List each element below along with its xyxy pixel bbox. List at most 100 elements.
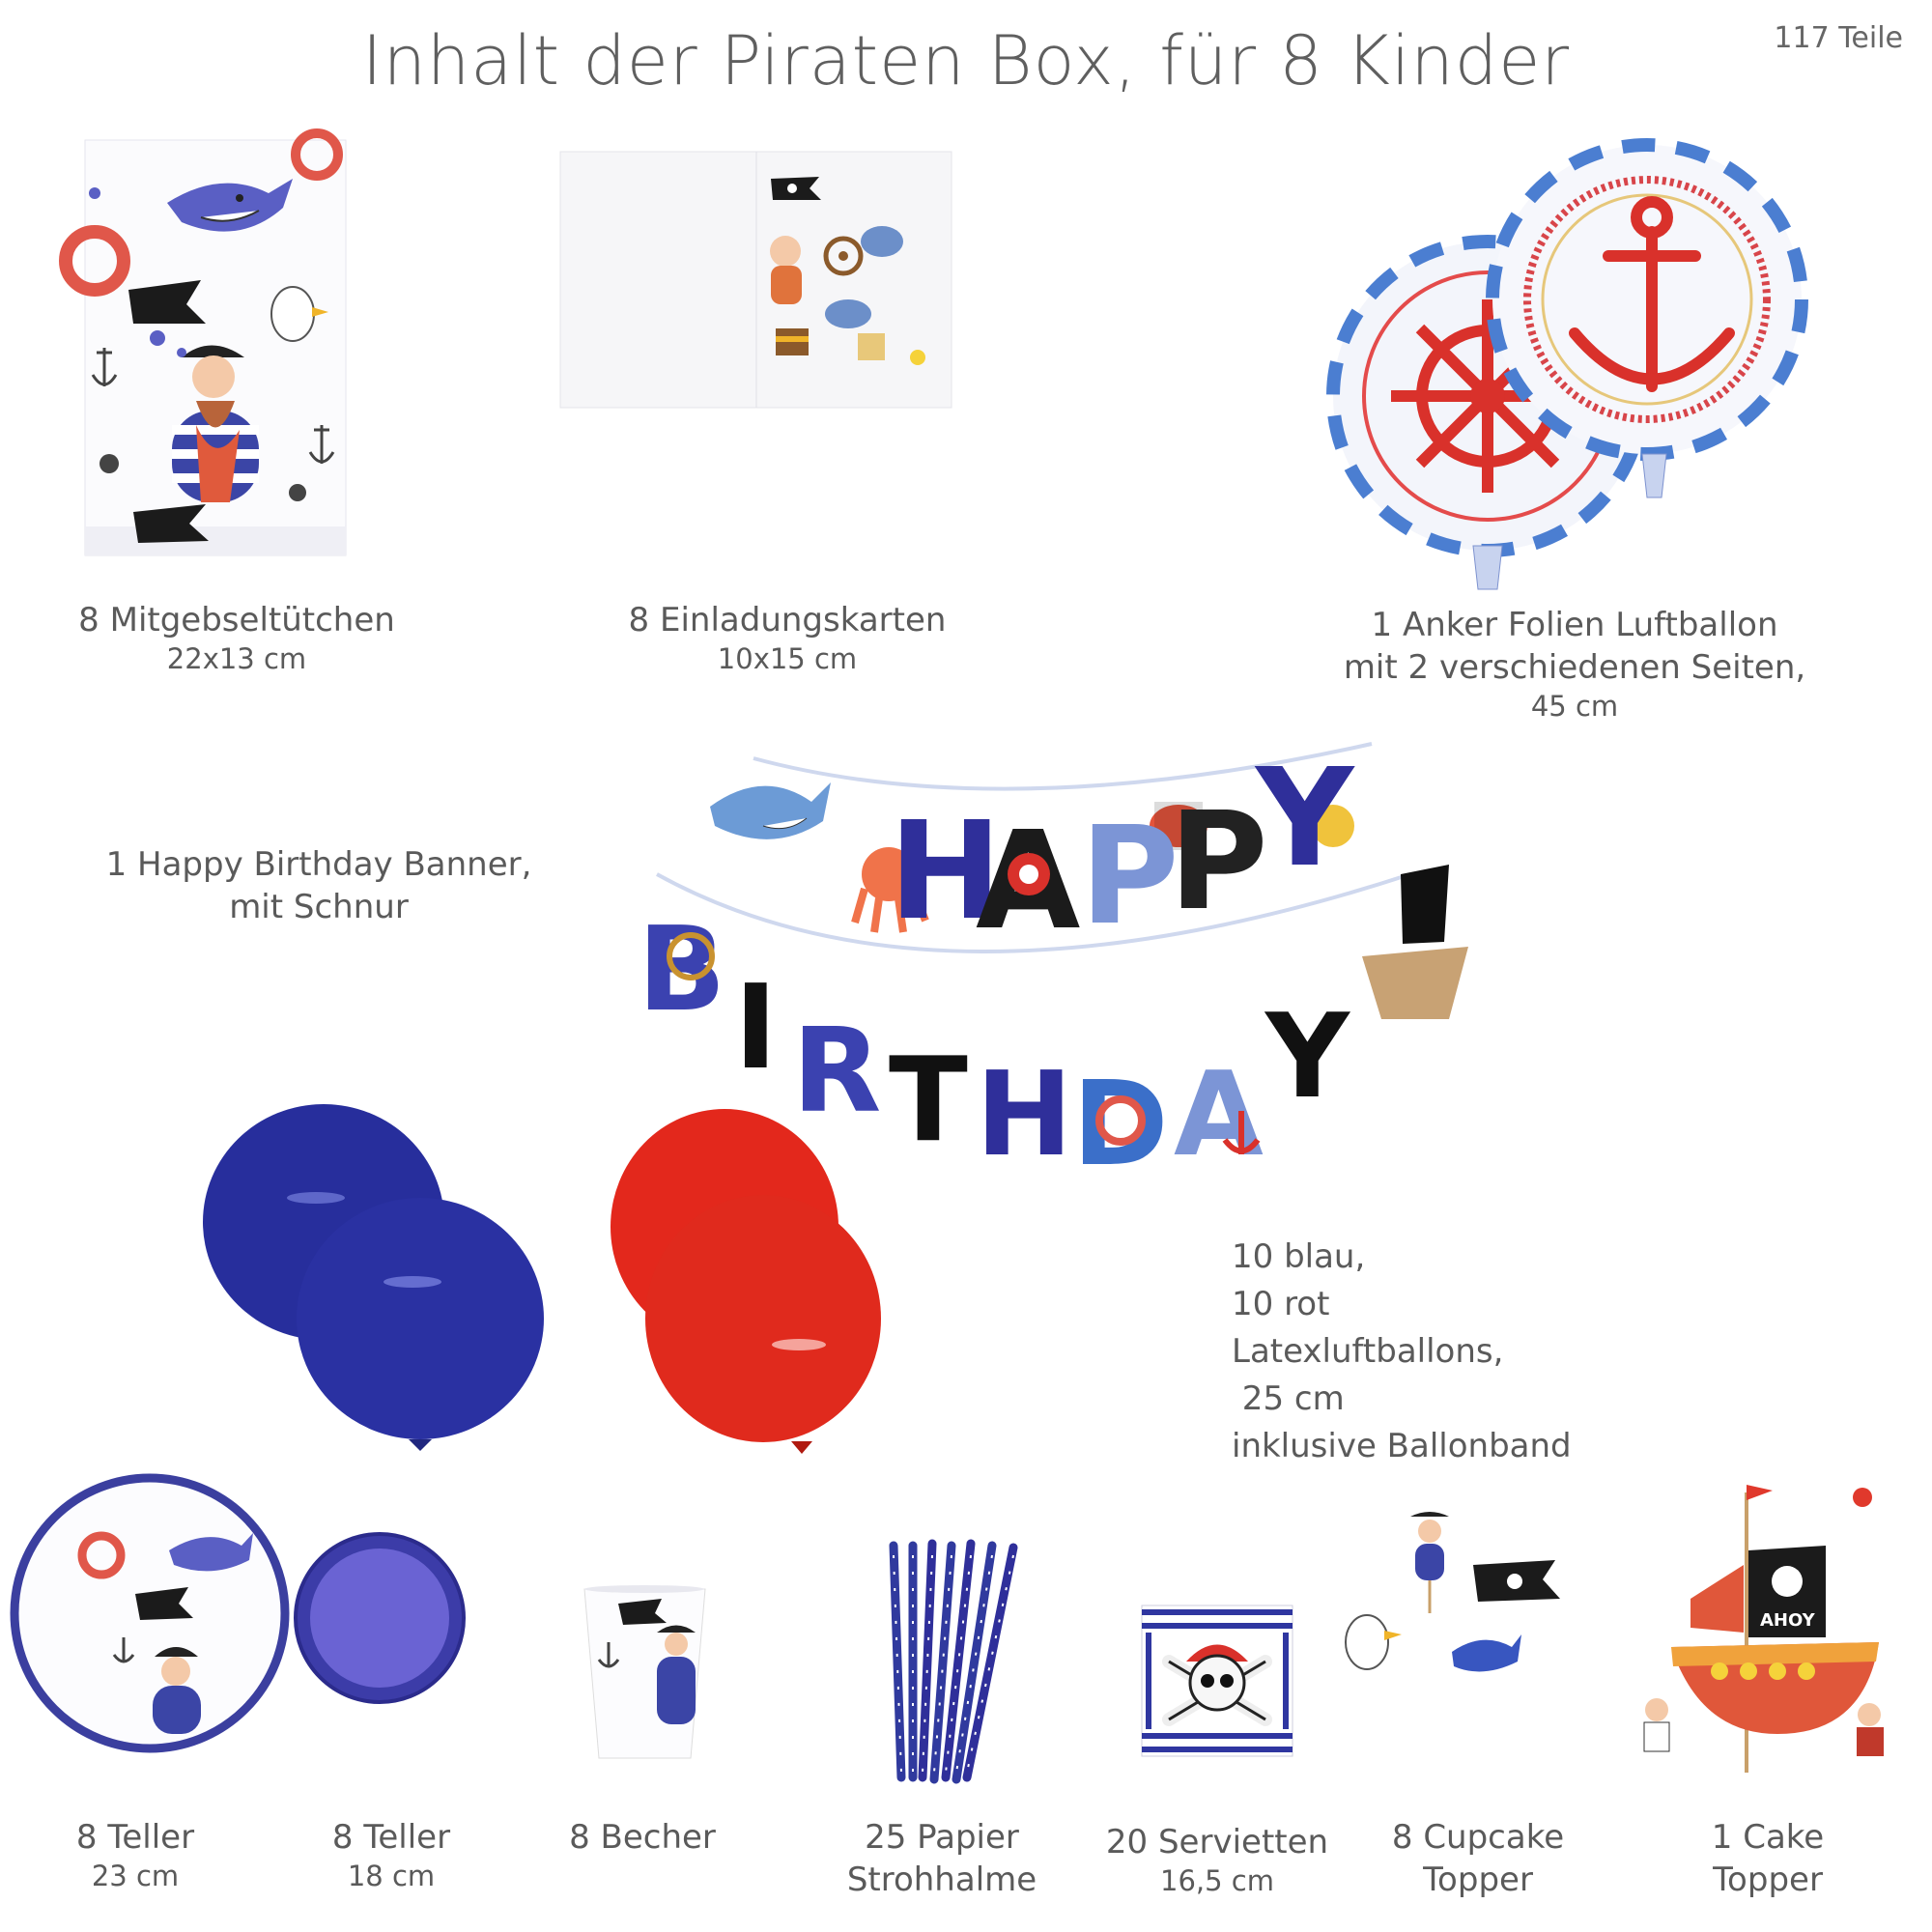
octopus-icon bbox=[851, 847, 929, 933]
pirate-flag-icon bbox=[128, 280, 209, 543]
blue-balloon bbox=[297, 1198, 544, 1451]
red-balloon bbox=[645, 1195, 881, 1454]
page-title: Inhalt der Piraten Box, für 8 Kinder bbox=[361, 21, 1571, 100]
plates-large-size: 23 cm bbox=[91, 1860, 180, 1893]
pirate-ship-icon bbox=[1362, 865, 1468, 1019]
plates-small-size: 18 cm bbox=[347, 1860, 436, 1893]
napkins-name: 20 Servietten bbox=[1105, 1823, 1329, 1861]
seagull-icon bbox=[1345, 1614, 1402, 1670]
small-plate-image bbox=[294, 1532, 466, 1704]
party-bag-image bbox=[59, 128, 347, 556]
banner-letter-h: H bbox=[889, 793, 1002, 951]
pirate-character-icon bbox=[1643, 1698, 1884, 1756]
lifebuoy-icon bbox=[59, 128, 343, 297]
banner-letter-t: T bbox=[889, 1034, 968, 1168]
straws-label: 25 Papier Strohhalme bbox=[826, 1816, 1058, 1901]
ship-wheel-icon bbox=[823, 236, 864, 276]
anchor-icon bbox=[1569, 196, 1735, 392]
pirate-flag-icon bbox=[1473, 1560, 1560, 1602]
shark-icon bbox=[169, 1533, 253, 1572]
straws-line1: 25 Papier bbox=[865, 1818, 1019, 1857]
banner-line2: mit Schnur bbox=[229, 888, 409, 927]
banner-letter-d: D bbox=[1072, 1058, 1169, 1192]
happy-letters: H A P P Y bbox=[889, 740, 1355, 960]
cup-image bbox=[583, 1585, 706, 1759]
pirate-ship-icon: AHOY bbox=[1671, 1485, 1879, 1773]
cake-topper-line1: 1 Cake bbox=[1711, 1818, 1825, 1857]
foil-balloon-line2: mit 2 verschiedenen Seiten, bbox=[1343, 648, 1806, 688]
plates-large-label: 8 Teller 23 cm bbox=[39, 1816, 232, 1895]
skull-icon bbox=[99, 454, 306, 501]
foil-balloon-label: 1 Anker Folien Luftballon mit 2 verschie… bbox=[1275, 604, 1874, 725]
banner-letter-r: R bbox=[792, 1005, 881, 1139]
banner-letter-y: Y bbox=[1254, 740, 1355, 897]
banner-letter-b: B bbox=[638, 903, 725, 1037]
pirate-character-icon bbox=[657, 1625, 696, 1724]
large-plate-image bbox=[10, 1473, 290, 1753]
shark-icon bbox=[1452, 1634, 1521, 1672]
skull-icon bbox=[1008, 853, 1050, 895]
pirate-character-icon bbox=[172, 345, 259, 502]
treasure-map-icon bbox=[858, 333, 925, 365]
banner-letter-a2: A bbox=[1174, 1048, 1264, 1182]
foil-balloon-image bbox=[1326, 138, 1808, 590]
plates-large-name: 8 Teller bbox=[75, 1818, 195, 1857]
treasure-chest-icon bbox=[776, 328, 809, 355]
banner-letter-y2: Y bbox=[1264, 990, 1351, 1124]
seagull-icon bbox=[270, 286, 328, 342]
cake-topper-label: 1 Cake Topper bbox=[1662, 1816, 1874, 1901]
ahoy-sign: AHOY bbox=[1760, 1610, 1816, 1631]
shark-icon bbox=[825, 226, 903, 328]
anchor-balloon bbox=[1486, 138, 1808, 498]
foil-balloon-line1: 1 Anker Folien Luftballon bbox=[1371, 606, 1778, 644]
banner-string bbox=[656, 872, 1411, 953]
banner-letter-p1: P bbox=[1080, 798, 1179, 955]
napkins-label: 20 Servietten 16,5 cm bbox=[1092, 1821, 1343, 1900]
cupcake-topper-label: 8 Cupcake Topper bbox=[1362, 1816, 1594, 1901]
cups-name: 8 Becher bbox=[569, 1818, 716, 1857]
pirate-character-icon bbox=[770, 236, 802, 304]
dots-icon bbox=[89, 187, 186, 357]
lifebuoy-icon bbox=[77, 1531, 126, 1579]
pirate-character-icon bbox=[1410, 1512, 1449, 1613]
shark-icon bbox=[167, 179, 293, 232]
straw-group bbox=[889, 1539, 1018, 1784]
bags-name: 8 Mitgebseltütchen bbox=[78, 601, 395, 639]
latex-balloons-label: 10 blau, 10 rot Latexluftballons, 25 cm … bbox=[1232, 1237, 1572, 1465]
plates-small-label: 8 Teller 18 cm bbox=[295, 1816, 488, 1895]
anchor-icon bbox=[91, 348, 335, 464]
parrot-icon bbox=[1853, 1488, 1872, 1507]
svg-text:P: P bbox=[1169, 783, 1268, 941]
straws-line2: Strohhalme bbox=[846, 1861, 1037, 1900]
bags-size: 22x13 cm bbox=[166, 642, 307, 676]
pirate-flag-icon bbox=[135, 1587, 193, 1620]
pirate-character-icon bbox=[153, 1647, 201, 1734]
birthday-letters: B I R T H D A Y bbox=[638, 903, 1351, 1192]
piece-count: 117 Teile bbox=[1774, 21, 1903, 55]
foil-balloon-size: 45 cm bbox=[1530, 690, 1619, 724]
napkin-image bbox=[1141, 1605, 1293, 1757]
banner-label: 1 Happy Birthday Banner, mit Schnur bbox=[58, 843, 580, 928]
skull-icon bbox=[1162, 1644, 1272, 1726]
cake-topper-image: AHOY bbox=[1643, 1485, 1884, 1773]
invites-size: 10x15 cm bbox=[717, 642, 858, 676]
shark-icon bbox=[710, 782, 831, 839]
anchor-icon bbox=[597, 1642, 620, 1668]
cupcake-topper-line1: 8 Cupcake bbox=[1391, 1818, 1565, 1857]
lifebuoy-icon bbox=[1095, 1095, 1146, 1146]
napkins-size: 16,5 cm bbox=[1160, 1864, 1274, 1898]
anchor-icon bbox=[1222, 1111, 1261, 1154]
pirate-flag-icon bbox=[771, 177, 821, 200]
banner-letter-i: I bbox=[734, 961, 778, 1095]
bags-label: 8 Mitgebseltütchen 22x13 cm bbox=[39, 599, 435, 678]
cups-label: 8 Becher bbox=[541, 1816, 744, 1859]
cupcake-topper-image bbox=[1345, 1512, 1560, 1672]
pirate-flag-icon bbox=[618, 1599, 667, 1625]
banner-letter-h2: H bbox=[976, 1048, 1072, 1182]
birthday-banner-image: H A P P Y B I R T H D A Y bbox=[638, 740, 1468, 1192]
cupcake-topper-line2: Topper bbox=[1423, 1861, 1533, 1900]
plates-small-name: 8 Teller bbox=[331, 1818, 451, 1857]
anchor-icon bbox=[112, 1637, 135, 1663]
banner-string bbox=[753, 742, 1373, 791]
latex-balloons-image bbox=[203, 1104, 881, 1454]
